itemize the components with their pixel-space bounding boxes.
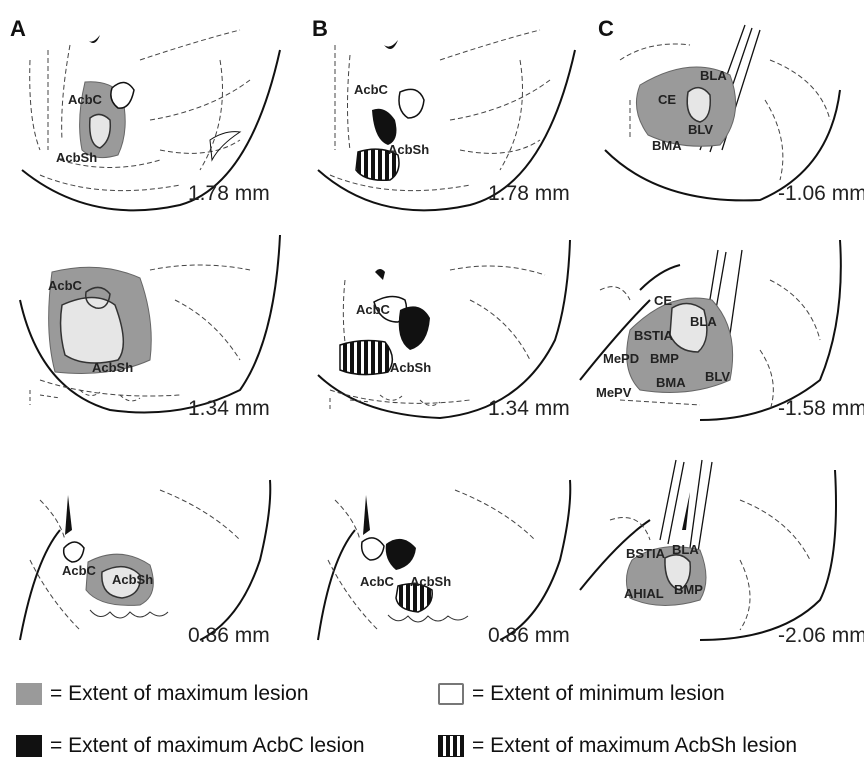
section-c2: CE BLA BSTIA MePD BMP BMA BLV MePV -1.58… [580, 240, 864, 420]
legend-item-max-acbsh: = Extent of maximum AcbSh lesion [438, 734, 797, 758]
region-label: BLV [688, 122, 713, 137]
section-level: 1.78 mm [488, 182, 570, 205]
legend-item-max-lesion: = Extent of maximum lesion [16, 682, 309, 706]
legend-label: = Extent of maximum AcbC lesion [50, 734, 365, 758]
striped-swatch-icon [438, 735, 464, 757]
section-level: 1.34 mm [488, 397, 570, 420]
region-label: AcbSh [410, 574, 451, 589]
legend-label: = Extent of maximum AcbSh lesion [472, 734, 797, 758]
region-label: BLA [700, 68, 727, 83]
white-swatch-icon [438, 683, 464, 705]
gray-swatch-icon [16, 683, 42, 705]
region-label: AcbSh [92, 360, 133, 375]
region-label: AcbSh [112, 572, 153, 587]
legend-label: = Extent of maximum lesion [50, 682, 309, 706]
section-b3: AcbC AcbSh 0.86 mm [318, 480, 570, 647]
region-label: BMP [650, 351, 679, 366]
region-label: AcbC [68, 92, 103, 107]
region-label: BMP [674, 582, 703, 597]
region-label: AHIAL [624, 586, 664, 601]
region-label: AcbC [356, 302, 391, 317]
section-level: -1.06 mm [778, 182, 864, 205]
section-level: 0.86 mm [188, 624, 270, 647]
legend-label: = Extent of minimum lesion [472, 682, 725, 706]
section-level: -2.06 mm [778, 624, 864, 647]
region-label: AcbSh [388, 142, 429, 157]
legend-item-min-lesion: = Extent of minimum lesion [438, 682, 725, 706]
lesion-figure: A B C AcbC AcbSh 1.78 mm [0, 0, 864, 650]
region-label: BMA [656, 375, 686, 390]
section-c3: BSTIA BLA AHIAL BMP -2.06 mm [580, 460, 864, 647]
section-a3: AcbC AcbSh 0.86 mm [20, 480, 270, 647]
black-swatch-icon [16, 735, 42, 757]
section-a1: AcbC AcbSh 1.78 mm [22, 30, 280, 210]
region-label: BSTIA [626, 546, 666, 561]
section-level: 1.78 mm [188, 182, 270, 205]
section-b1: AcbC AcbSh 1.78 mm [318, 30, 575, 210]
region-label: AcbSh [56, 150, 97, 165]
region-label: BLV [705, 369, 730, 384]
section-level: 0.86 mm [488, 624, 570, 647]
brain-sections-svg: AcbC AcbSh 1.78 mm AcbC AcbSh 1.34 mm Ac… [0, 0, 864, 650]
region-label: BLA [672, 542, 699, 557]
region-label: MePD [603, 351, 639, 366]
legend-item-max-acbc: = Extent of maximum AcbC lesion [16, 734, 365, 758]
region-label: BLA [690, 314, 717, 329]
region-label: AcbSh [390, 360, 431, 375]
region-label: AcbC [62, 563, 97, 578]
region-label: CE [658, 92, 676, 107]
region-label: CE [654, 293, 672, 308]
region-label: AcbC [48, 278, 83, 293]
section-level: -1.58 mm [778, 397, 864, 420]
region-label: AcbC [360, 574, 395, 589]
region-label: BSTIA [634, 328, 674, 343]
region-label: BMA [652, 138, 682, 153]
region-label: MePV [596, 385, 632, 400]
section-c1: BLA CE BLV BMA -1.06 mm [605, 25, 864, 205]
legend: = Extent of maximum lesion = Extent of m… [0, 650, 864, 758]
section-a2: AcbC AcbSh 1.34 mm [20, 235, 280, 420]
section-level: 1.34 mm [188, 397, 270, 420]
section-b2: AcbC AcbSh 1.34 mm [318, 240, 570, 420]
region-label: AcbC [354, 82, 389, 97]
